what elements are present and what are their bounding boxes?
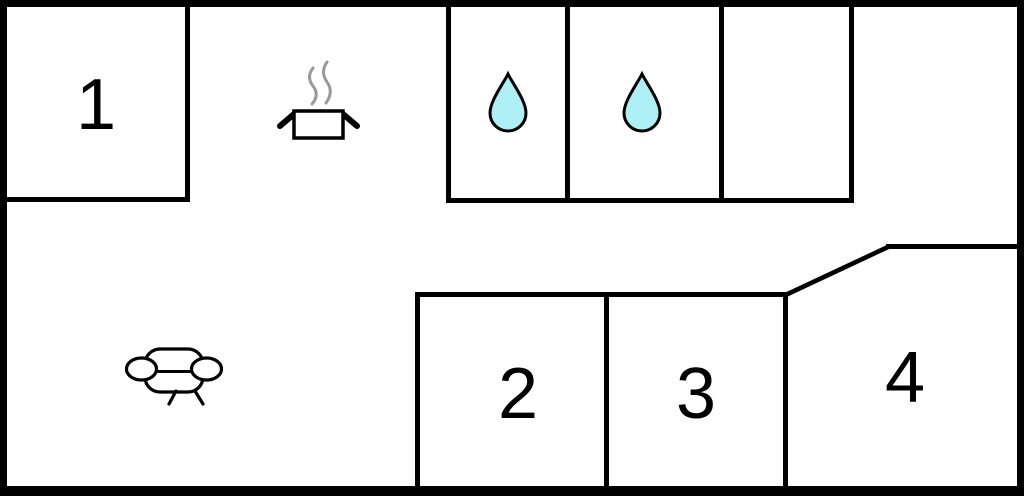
- bath-block-left-wall: [446, 0, 451, 203]
- room-4-diagonal-wall: [784, 244, 890, 298]
- room-2-3-divider-wall: [604, 292, 609, 496]
- outer-wall-bottom: [0, 486, 1024, 496]
- room-4-top-wall: [886, 244, 1024, 249]
- rooms-2-3-top-wall: [415, 292, 788, 297]
- bath-divider-wall-2: [719, 0, 724, 203]
- sofa-icon: [124, 347, 224, 406]
- room-1-label: 1: [75, 65, 117, 145]
- water-drop-icon: [488, 72, 528, 133]
- water-drop-icon: [622, 72, 662, 133]
- room-2-left-wall: [415, 292, 420, 496]
- cooking-pot-icon: [277, 60, 360, 140]
- outer-wall-top: [0, 0, 1024, 7]
- room-1-bottom-wall: [0, 197, 190, 202]
- bath-divider-wall-1: [565, 0, 570, 203]
- room-2-label: 2: [497, 354, 539, 434]
- bath-block-right-wall: [849, 0, 854, 203]
- steam-line: [308, 66, 318, 106]
- steam-line: [322, 60, 332, 105]
- room-3-4-divider-wall: [783, 292, 788, 496]
- bath-block-bottom-wall: [446, 198, 854, 203]
- outer-wall-left: [0, 0, 7, 496]
- room-1-right-wall: [185, 0, 190, 202]
- room-3-label: 3: [675, 354, 717, 434]
- room-4-label: 4: [884, 338, 926, 418]
